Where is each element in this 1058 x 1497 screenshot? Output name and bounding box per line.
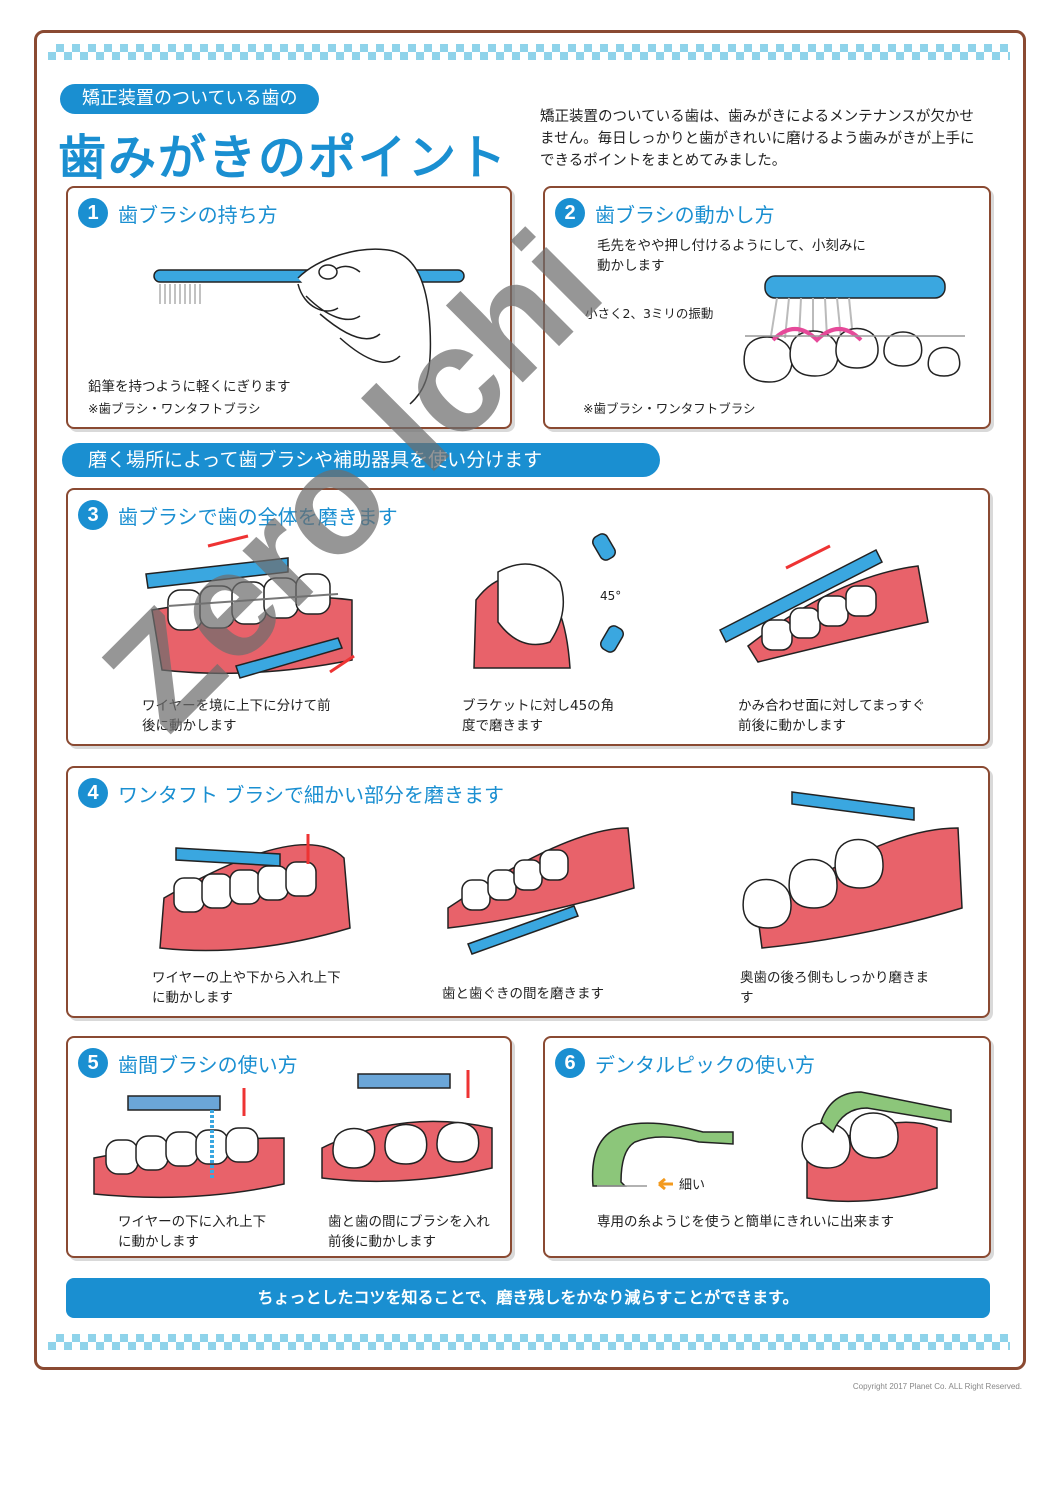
- panel-one-tuft-brush: 4 ワンタフト ブラシで細かい部分を磨きます ワイヤーの上や下から入れ上下に動か…: [66, 766, 990, 1018]
- caption: 毛先をやや押し付けるようにして、小刻みに動かします: [597, 238, 866, 274]
- dental-pick-illustrations: 細い: [591, 1091, 952, 1203]
- step-number: 6: [555, 1048, 585, 1078]
- step-number: 2: [555, 198, 585, 228]
- step-number: 5: [78, 1048, 108, 1078]
- one-tuft-illustrations: [159, 791, 963, 955]
- panel-title: デンタルピックの使い方: [595, 1052, 815, 1077]
- step-number: 4: [78, 778, 108, 808]
- top-checker-border: [48, 44, 1010, 60]
- section-heading: 磨く場所によって歯ブラシや補助器具を使い分けます: [62, 443, 660, 477]
- thin-label: 細い: [679, 1178, 705, 1193]
- panel-dental-pick: 6 デンタルピックの使い方 細い 専用の糸ようじを使うと簡単にきれいに出来ます: [543, 1036, 991, 1258]
- caption-b: 歯と歯の間にブラシを入れ前後に動かします: [328, 1214, 490, 1250]
- caption-b: 歯と歯ぐきの間を磨きます: [442, 986, 604, 1002]
- panel-full-brushing: 3 歯ブラシで歯の全体を磨きます 45° ワイヤーを境に上下に分けて前後に動か: [66, 488, 990, 746]
- copyright: Copyright 2017 Planet Co. ALL Right Rese…: [852, 1382, 1022, 1391]
- brush-motion-illustration: [743, 275, 965, 383]
- interdental-illustrations: [93, 1070, 493, 1199]
- panel-title: 歯ブラシの動かし方: [595, 202, 775, 227]
- caption-c: かみ合わせ面に対してまっすぐ前後に動かします: [738, 698, 926, 734]
- panel-title: 歯間ブラシの使い方: [118, 1052, 298, 1077]
- panel-title: 歯ブラシで歯の全体を磨きます: [118, 504, 398, 529]
- panel-title: 歯ブラシの持ち方: [118, 202, 278, 227]
- step-number: 3: [78, 500, 108, 530]
- note: ※歯ブラシ・ワンタフトブラシ: [583, 401, 756, 416]
- panel-title: ワンタフト ブラシで細かい部分を磨きます: [118, 782, 504, 807]
- vibration-label: 小さく2、3ミリの振動: [585, 306, 714, 321]
- page-title: 歯みがきのポイント: [58, 130, 509, 186]
- caption-a: ワイヤーの上や下から入れ上下に動かします: [152, 970, 341, 1006]
- panel-holding-brush: 1 歯ブラシの持ち方 鉛筆を持つように軽くにぎります ※歯ブラシ・ワンタフトブラ…: [66, 186, 512, 429]
- caption-b: ブラケットに対し45の角度で磨きます: [462, 698, 615, 734]
- header-subtitle: 矯正装置のついている歯の: [60, 84, 320, 114]
- caption-a: ワイヤーを境に上下に分けて前後に動かします: [142, 698, 331, 734]
- step-number: 1: [78, 198, 108, 228]
- footer-tip: ちょっとしたコツを知ることで、磨き残しをかなり減らすことができます。: [66, 1278, 990, 1318]
- note: ※歯ブラシ・ワンタフトブラシ: [88, 401, 261, 416]
- bottom-checker-border: [48, 1334, 1010, 1350]
- caption: 鉛筆を持つように軽くにぎります: [88, 379, 291, 395]
- angle-label: 45°: [600, 589, 621, 603]
- caption: 専用の糸ようじを使うと簡単にきれいに出来ます: [597, 1214, 894, 1230]
- brushing-illustrations: 45°: [145, 533, 929, 679]
- intro-text: 矯正装置のついている歯は、歯みがきによるメンテナンスが欠かせません。毎日しっかり…: [540, 109, 975, 169]
- panel-interdental-brush: 5 歯間ブラシの使い方 ワイヤーの下に入れ上下に動かします 歯と歯の間にブラシを…: [66, 1036, 512, 1258]
- hand-holding-brush-illustration: [153, 248, 465, 405]
- caption-c: 奥歯の後ろ側もしっかり磨きます: [740, 970, 929, 1006]
- panel-brush-motion: 2 歯ブラシの動かし方 毛先をやや押し付けるようにして、小刻みに動かします 小さ…: [543, 186, 991, 429]
- page-frame: [34, 30, 1026, 1370]
- caption-a: ワイヤーの下に入れ上下に動かします: [118, 1214, 267, 1250]
